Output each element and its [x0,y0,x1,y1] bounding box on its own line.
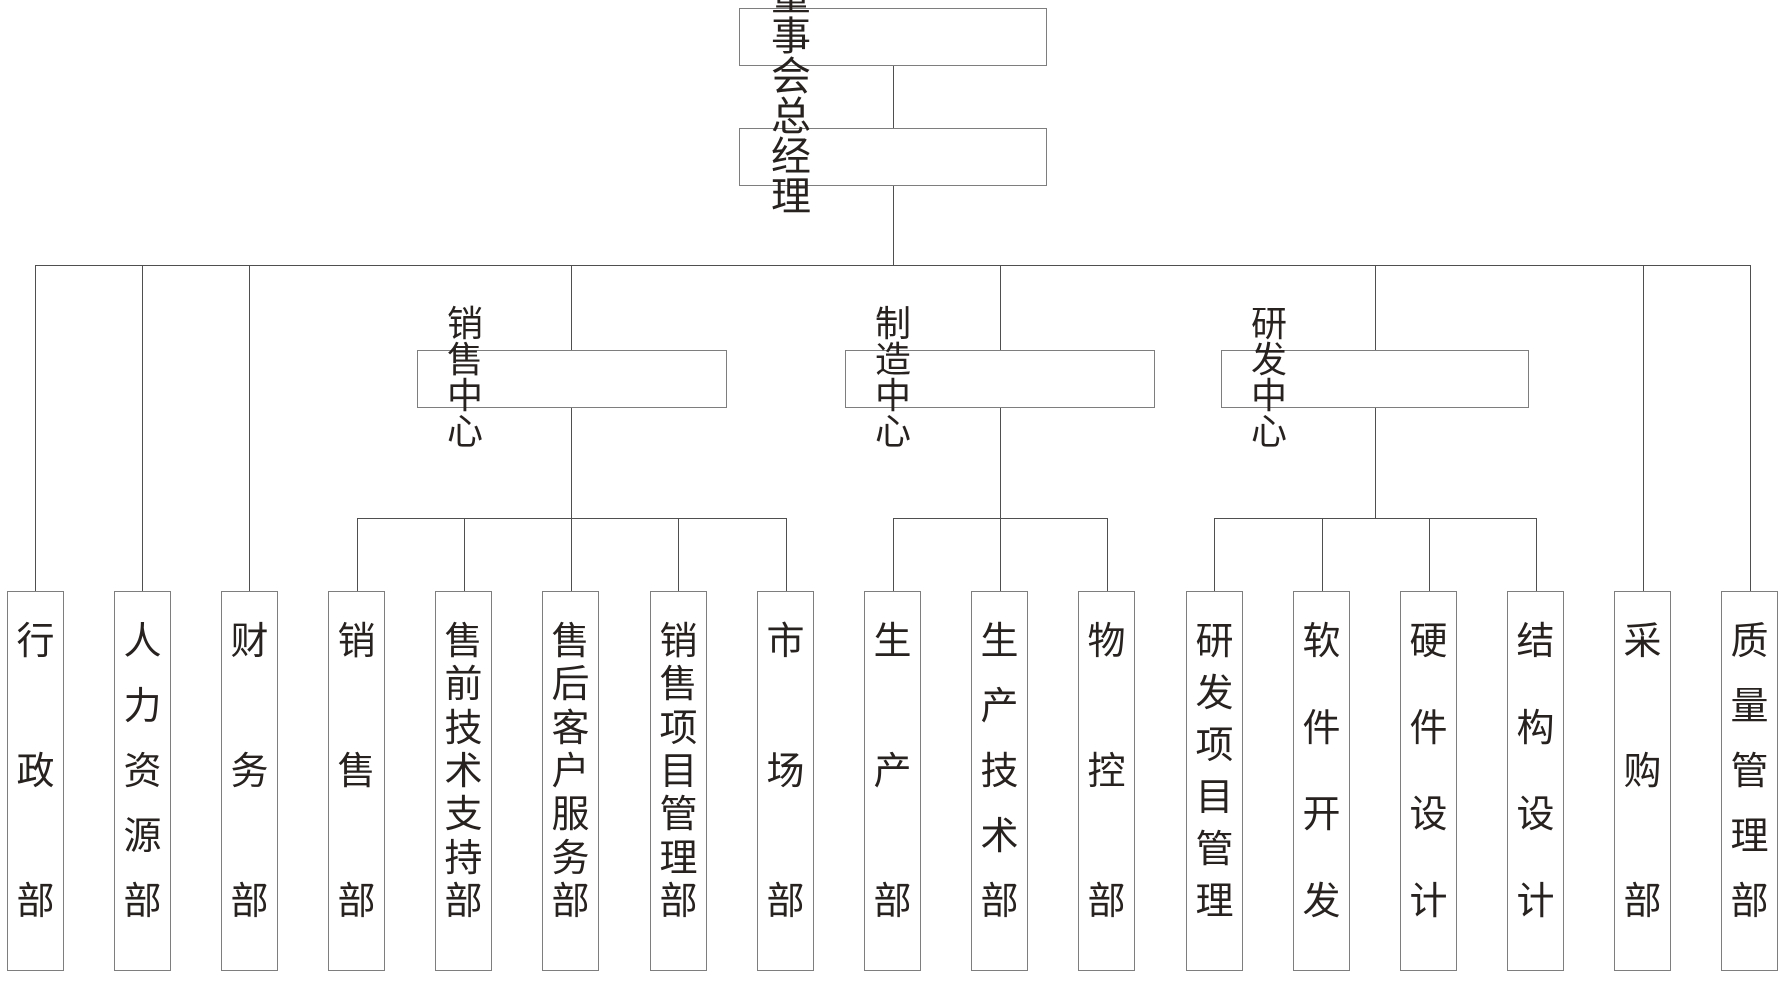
dept-hardware-design: 硬件设计 [1400,591,1457,971]
center-rnd-label: 研发中心 [1251,304,1288,453]
dept-human-resources: 人力资源部 [114,591,171,971]
dept-structure-design: 结构设计 [1507,591,1564,971]
connector-rail-to-administration [35,265,36,591]
general-manager-box: 总经理 [739,97,1047,217]
center-manufacturing-box: 制造中心 [845,307,1155,451]
connector-subrail-to-marketing [786,518,787,591]
connector-subrail-to-production-tech [1000,518,1001,591]
connector-subrail-to-production [893,518,894,591]
connector-rail-to-hr [142,265,143,591]
center-sales-label: 销售中心 [447,304,484,453]
connector-subrail-to-structure [1536,518,1537,591]
dept-sales: 销售部 [328,591,385,971]
connector-sales-subrail [357,518,787,519]
dept-software-development: 软件开发 [1293,591,1350,971]
center-sales-box: 销售中心 [417,307,727,451]
dept-procurement: 采购部 [1614,591,1671,971]
dept-administration: 行政部 [7,591,64,971]
connector-subrail-to-hardware [1429,518,1430,591]
connector-rail-to-finance [249,265,250,591]
connector-subrail-to-rnd-project [1214,518,1215,591]
dept-material-control: 物控部 [1078,591,1135,971]
connector-rnd-subrail [1214,518,1536,519]
connector-rail-to-rnd-center [1375,265,1376,350]
dept-presales-tech-support: 售前技术支持部 [435,591,492,971]
connector-subrail-to-material-control [1107,518,1108,591]
dept-finance: 财务部 [221,591,278,971]
connector-subrail-to-sales-project [678,518,679,591]
connector-rail-to-manufacturing-center [1000,265,1001,350]
dept-sales-project-mgmt: 销售项目管理部 [650,591,707,971]
connector-subrail-to-software [1322,518,1323,591]
center-manufacturing-label: 制造中心 [875,304,912,453]
connector-gm-to-rail [893,186,894,265]
dept-production-technology: 生产技术部 [971,591,1028,971]
center-rnd-box: 研发中心 [1221,307,1529,451]
board-of-directors-box: 董事会 [739,0,1047,97]
connector-rail-to-quality [1750,265,1751,591]
connector-rail-to-procurement [1643,265,1644,591]
dept-rnd-project-mgmt: 研发项目管理 [1186,591,1243,971]
connector-board-to-gm [893,66,894,128]
connector-subrail-to-sales-dept [357,518,358,591]
dept-production: 生产部 [864,591,921,971]
board-of-directors-label: 董事会 [771,0,811,100]
connector-manufacturing-center-to-subrail [1000,408,1001,518]
dept-quality-mgmt: 质量管理部 [1721,591,1778,971]
dept-marketing: 市场部 [757,591,814,971]
connector-rail-to-sales-center [571,265,572,350]
connector-subrail-to-presales [464,518,465,591]
connector-main-rail [35,265,1751,266]
dept-aftersales-customer-service: 售后客户服务部 [542,591,599,971]
general-manager-label: 总经理 [771,94,811,220]
connector-sales-center-to-subrail [571,408,572,518]
connector-rnd-center-to-subrail [1375,408,1376,518]
connector-subrail-to-aftersales [571,518,572,591]
